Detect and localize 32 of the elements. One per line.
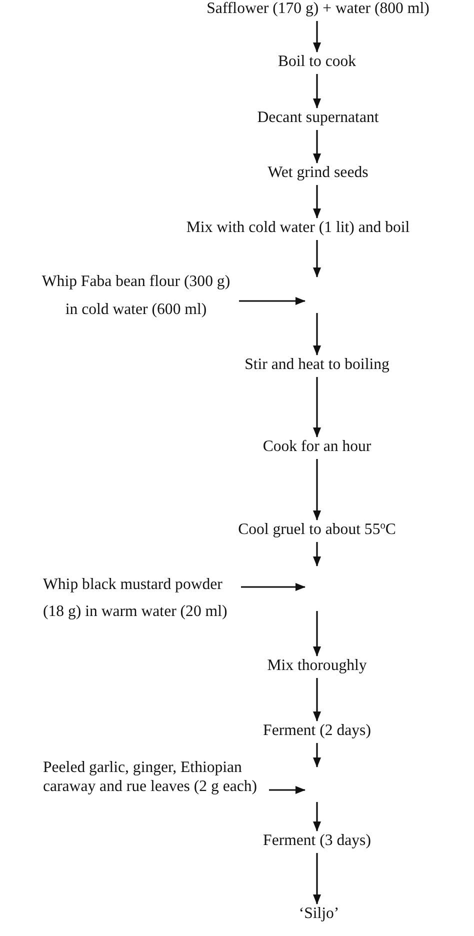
- ingredient-note: Whip Faba bean flour (300 g) in cold water (600 ml): [39, 268, 233, 324]
- process-step: Wet grind seeds: [268, 164, 368, 182]
- process-step: Decant supernatant: [257, 109, 379, 127]
- arrow: [269, 786, 306, 794]
- arrow: [313, 377, 321, 438]
- arrow: [241, 583, 306, 591]
- process-step: Safflower (170 g) + water (800 ml): [206, 0, 430, 18]
- process-step: Cook for an hour: [262, 438, 372, 456]
- arrow: [313, 611, 321, 656]
- process-step: Mix thoroughly: [267, 657, 367, 675]
- process-step: Cool gruel to about 55$^{o}$C: [238, 521, 396, 539]
- process-step: Stir and heat to boiling: [244, 356, 390, 374]
- arrow: [313, 459, 321, 520]
- arrow: [313, 313, 321, 356]
- arrow: [313, 21, 321, 52]
- process-step: ‘Siljo’: [298, 905, 340, 923]
- arrow: [313, 743, 321, 768]
- process-step: Ferment (2 days): [263, 722, 371, 740]
- arrow: [313, 678, 321, 722]
- ingredient-note: Whip black mustard powder (18 g) in warm water (20 ml): [43, 571, 235, 625]
- arrow: [313, 74, 321, 108]
- arrow: [313, 240, 321, 278]
- process-step: Ferment (3 days): [263, 832, 371, 850]
- arrow: [239, 297, 306, 305]
- arrow: [313, 185, 321, 218]
- process-step: Boil to cook: [278, 53, 356, 71]
- arrow: [313, 802, 321, 832]
- arrow: [313, 542, 321, 566]
- arrow: [313, 130, 321, 164]
- ingredient-note: Peeled garlic, ginger, Ethiopian caraway and rue leaves (2 g each): [43, 758, 263, 796]
- process-step: Mix with cold water (1 lit) and boil: [186, 219, 410, 237]
- arrow: [313, 853, 321, 904]
